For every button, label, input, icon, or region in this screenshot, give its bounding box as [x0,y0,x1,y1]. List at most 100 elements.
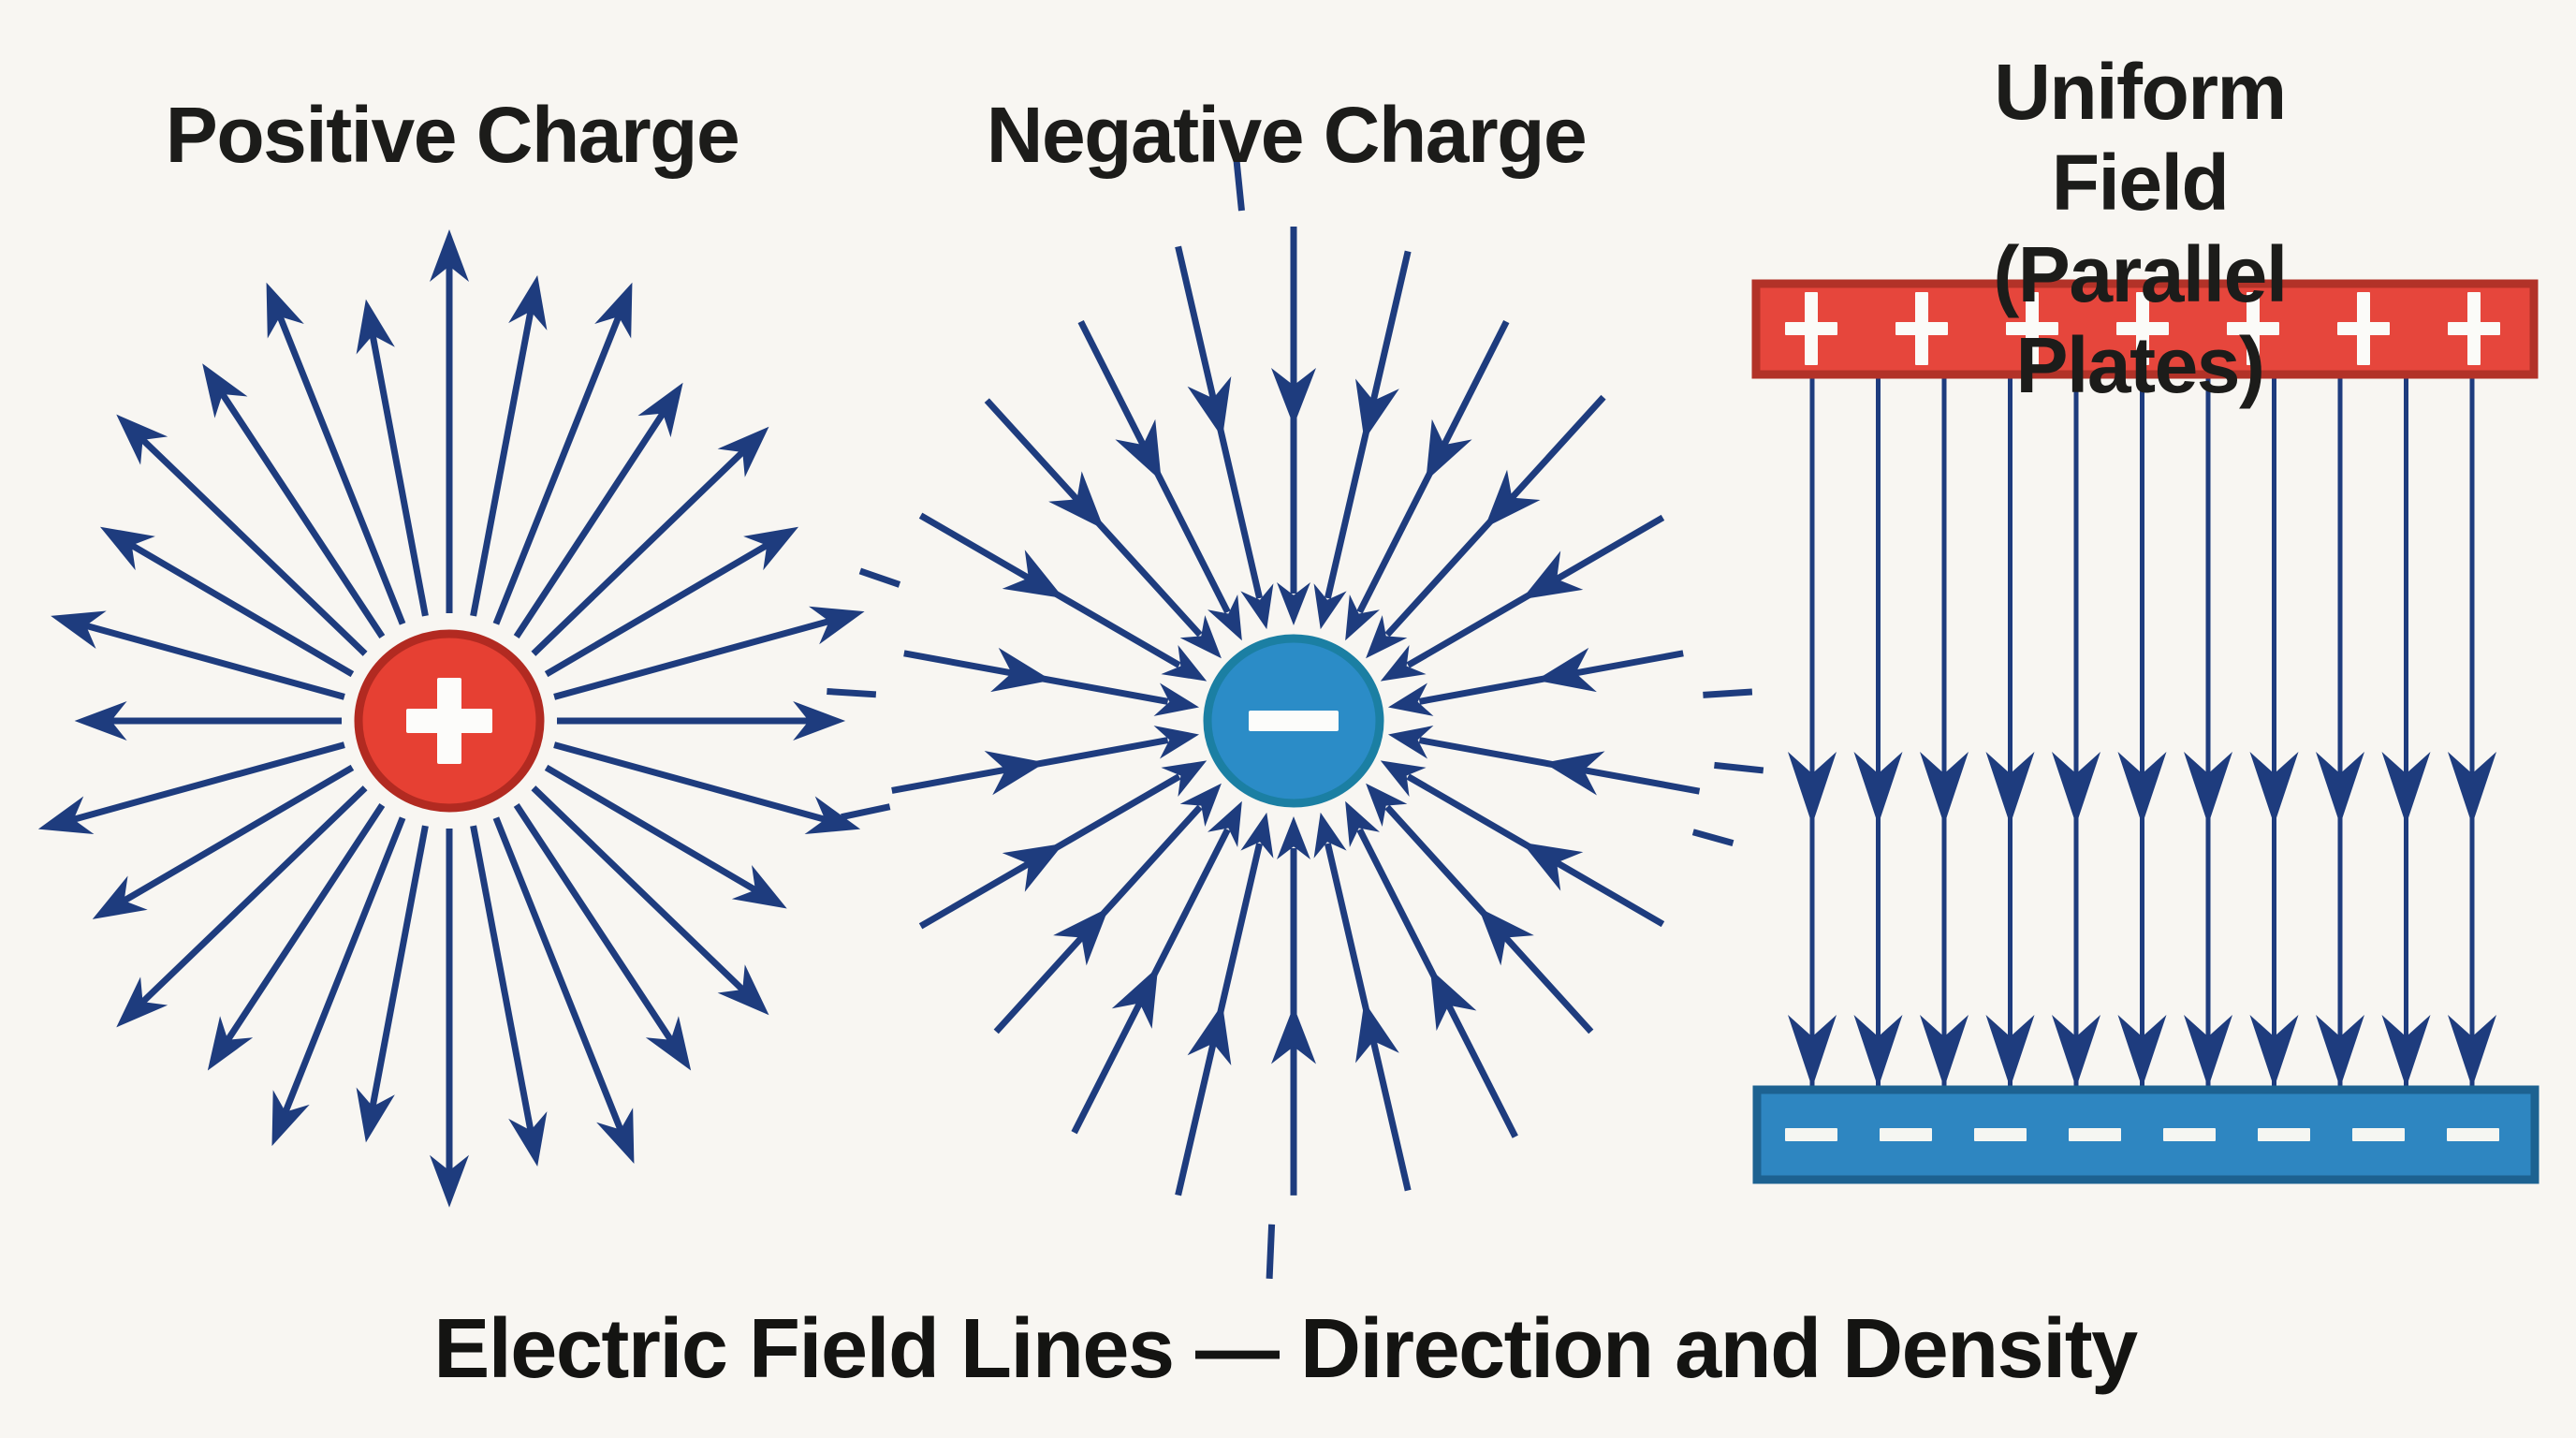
field-line-dash [1714,761,1764,774]
field-line [470,309,534,617]
field-line-dash [827,688,877,698]
arrowhead [1240,583,1274,630]
arrowhead [1345,800,1380,847]
arrowhead [809,606,865,645]
arrowhead [271,1090,310,1147]
arrowhead [1002,843,1064,892]
arrowhead [594,282,633,339]
plate-plus-symbol [1805,292,1818,365]
field-line [139,436,368,656]
arrowhead [1366,783,1408,827]
arrowhead [731,865,787,909]
panel-positive-charge-field [37,229,865,1208]
panel-title-negative-charge: Negative Charge [986,91,1588,179]
arrowhead [99,526,155,571]
arrowhead [2381,1015,2431,1088]
arrowhead [1002,550,1064,599]
arrowhead [430,229,469,282]
arrowhead [1271,1005,1316,1064]
field-line [121,764,355,904]
arrowhead [804,796,861,835]
arrowhead [2052,752,2100,825]
arrowhead [1788,752,1837,825]
arrowhead [1115,418,1162,481]
arrowhead [1387,726,1434,759]
arrowhead [1179,783,1222,827]
field-line [492,314,622,625]
arrowhead [1485,469,1541,528]
arrowhead [1355,378,1399,441]
arrowhead [1161,645,1208,682]
arrowhead [1380,760,1427,798]
arrowhead [1985,1015,2035,1088]
arrowhead [1271,368,1316,426]
arrowhead [508,1111,548,1167]
field-line [553,617,831,700]
field-line [369,333,429,617]
arrowhead [202,363,248,418]
arrowhead [266,282,304,339]
arrowhead [1366,615,1408,659]
arrowhead [717,426,769,477]
plate-plus-symbol [2467,292,2481,365]
field-line-dash [1691,829,1734,847]
plus-symbol [437,678,461,764]
arrowhead [37,796,95,835]
field-line [531,785,746,993]
arrowhead [1048,471,1105,530]
panel-title-uniform-field: Uniform Field (Parallel Plates) [1993,48,2288,410]
arrowhead [1535,647,1597,693]
plate-minus-symbol [2258,1128,2310,1141]
field-line [513,410,666,639]
arrowhead [1426,418,1472,481]
arrowhead [1985,752,2035,825]
arrowhead [2381,752,2431,825]
arrowhead [356,1087,395,1143]
arrowhead [74,701,127,741]
arrowhead [1920,1015,1969,1088]
arrowhead [356,299,395,355]
field-line [513,802,675,1043]
arrowhead [1277,582,1310,625]
field-line [129,541,355,678]
field-line [492,816,624,1133]
arrowhead [1355,1001,1399,1064]
arrowhead [1208,800,1242,847]
arrowhead [1521,842,1584,891]
arrowhead [1053,907,1109,966]
field-line [553,741,827,823]
plate-plus-symbol [2136,292,2149,365]
arrowhead [1380,644,1427,682]
plate-minus-symbol [2163,1128,2216,1141]
arrowhead [116,414,168,465]
field-line [276,314,406,625]
arrowhead [2184,1015,2232,1088]
arrowhead [2184,752,2232,825]
arrowhead [637,382,683,438]
arrowhead [1788,1015,1837,1088]
panel-title-positive-charge: Positive Charge [165,91,740,179]
arrowhead [1153,682,1200,716]
plate-minus-symbol [1785,1128,1837,1141]
field-line [531,448,746,656]
arrowhead [1153,726,1200,759]
arrowhead [92,875,148,919]
arrowhead [1429,968,1477,1032]
plate-minus-symbol [2069,1128,2121,1141]
field-line-dash [1703,688,1753,698]
arrowhead [2117,1015,2167,1088]
arrowhead [984,750,1046,796]
field-line [219,391,386,639]
plate-plus-symbol [2026,292,2039,365]
arrowhead [1277,816,1310,859]
plate-plus-symbol [1915,292,1928,365]
arrowhead [116,976,168,1028]
figure-caption: Electric Field Lines — Direction and Den… [433,1302,2138,1396]
plate-minus-symbol [1880,1128,1932,1141]
arrowhead [1853,1015,1903,1088]
panel-uniform-field [1751,279,2539,1184]
plate-plus-symbol [2247,292,2260,365]
arrowhead [2448,1015,2496,1088]
